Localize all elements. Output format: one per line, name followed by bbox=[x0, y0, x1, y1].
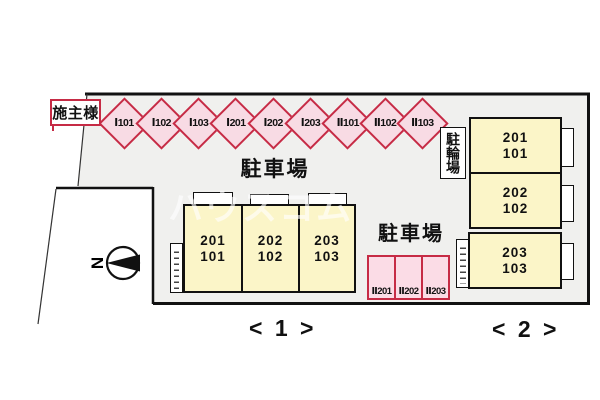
unit-lower-label: 102 bbox=[502, 200, 529, 216]
building1-unit-201-101: 201 101 bbox=[183, 204, 243, 293]
parking-space-label: Ⅰ202 bbox=[263, 117, 283, 129]
unit-upper-label: 202 bbox=[502, 184, 529, 200]
unit-upper-label: 202 bbox=[257, 232, 284, 248]
road-diagonal-lower bbox=[37, 188, 57, 325]
building1-unit-202-102: 202 102 bbox=[241, 204, 300, 293]
building1-caption: < 1 > bbox=[249, 315, 317, 341]
balcony bbox=[561, 128, 574, 167]
unit-upper-label: 203 bbox=[502, 244, 528, 260]
parking-space-label: Ⅰ201 bbox=[226, 117, 246, 129]
north-label: N bbox=[88, 257, 107, 269]
bicycle-parking-box: 駐輪場 bbox=[440, 127, 466, 179]
unit-upper-label: 201 bbox=[200, 232, 226, 248]
building2-unit-201-101: 201 101 bbox=[469, 117, 562, 174]
parking-space-ii202: Ⅱ202 bbox=[394, 255, 423, 300]
balcony bbox=[561, 243, 574, 280]
parking-space-label: Ⅰ101 bbox=[114, 117, 134, 129]
stairs-icon bbox=[170, 243, 183, 293]
bicycle-parking-label: 駐輪場 bbox=[445, 132, 461, 174]
unit-lower-label: 101 bbox=[502, 145, 529, 161]
parking-space-label: Ⅰ203 bbox=[300, 117, 321, 129]
parking-space-label: Ⅰ103 bbox=[188, 117, 209, 129]
unit-lower-label: 103 bbox=[502, 260, 528, 276]
unit-upper-label: 203 bbox=[314, 232, 340, 248]
sponsor-box: 施主様 bbox=[50, 99, 101, 126]
parking-space-label: Ⅰ102 bbox=[151, 117, 172, 129]
parking-space-label: Ⅱ201 bbox=[371, 286, 392, 297]
parking-space-label: Ⅱ101 bbox=[336, 117, 360, 129]
parking-lot2-title: 駐車場 bbox=[378, 223, 444, 245]
parking-space-label: Ⅱ203 bbox=[425, 286, 446, 297]
north-arrow-icon: N bbox=[88, 245, 141, 281]
building1-unit-203-103: 203 103 bbox=[298, 204, 356, 293]
building2-unit-203-103: 203 103 bbox=[468, 232, 562, 289]
building2-caption: < 2 > bbox=[492, 316, 560, 342]
parking-lot-title: 駐車場 bbox=[240, 158, 310, 181]
sponsor-label: 施主様 bbox=[52, 105, 99, 122]
unit-lower-label: 102 bbox=[257, 248, 284, 264]
parking-space-label: Ⅱ103 bbox=[411, 117, 434, 129]
parking-space-label: Ⅱ102 bbox=[373, 117, 397, 129]
unit-lower-label: 101 bbox=[200, 248, 226, 264]
unit-upper-label: 201 bbox=[502, 129, 529, 145]
building2-unit-202-102: 202 102 bbox=[469, 172, 562, 229]
balcony bbox=[561, 185, 574, 222]
parking-space-ii201: Ⅱ201 bbox=[367, 255, 396, 300]
unit-lower-label: 103 bbox=[314, 248, 340, 264]
parking-space-ii203: Ⅱ203 bbox=[421, 255, 450, 300]
parking-space-label: Ⅱ202 bbox=[398, 286, 419, 297]
